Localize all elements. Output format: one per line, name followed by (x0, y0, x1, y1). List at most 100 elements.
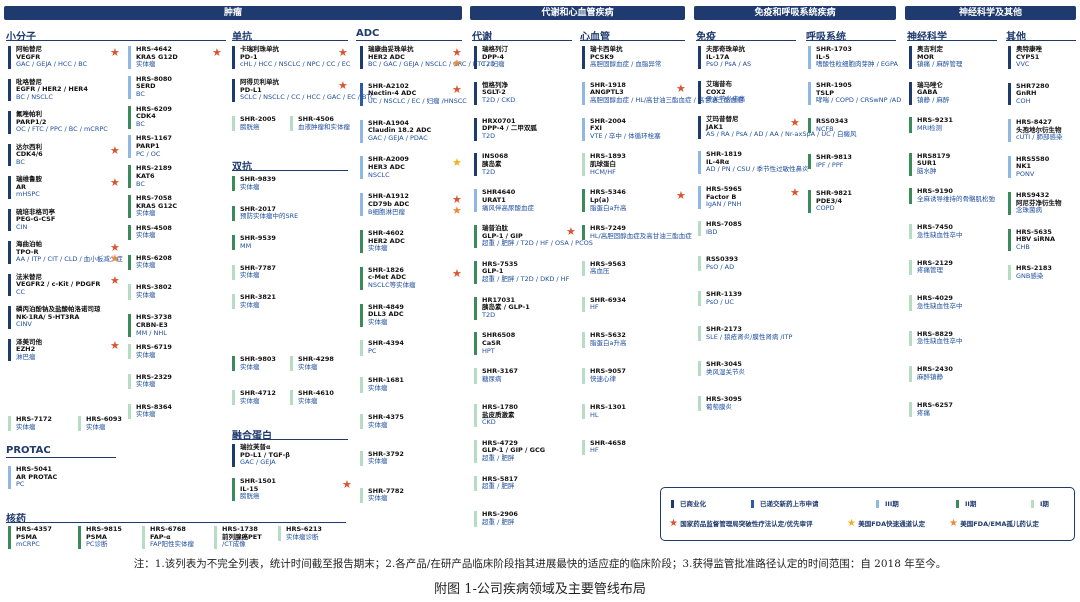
section-immunity: 免疫 (696, 32, 716, 43)
legend-star-orange: ★ 美国FDA/EMA孤儿药认定 (949, 518, 1039, 529)
drug-name: SHR-1139 (706, 290, 742, 298)
drug-indication: 镇痛 / 麻醉管理 (917, 60, 963, 69)
star-icon: ★ (452, 57, 462, 70)
drug-name: SHR-4394 (368, 339, 404, 348)
drug-name: HRS-2129 (917, 258, 953, 267)
star-icon: ★ (452, 204, 462, 218)
drug-indication: 脑水肿 (917, 167, 937, 176)
legend-phase1: I期 (1031, 498, 1049, 508)
drug-target: 盐皮质激素 (482, 410, 515, 419)
drug-name: 瑞格列汀 (482, 45, 508, 53)
drug-indication: B细胞淋巴瘤 (368, 207, 405, 216)
drug-name: 瑞卡西单抗 (590, 45, 623, 53)
drug-indication: 实体瘤 (240, 362, 260, 371)
legend-star-red: ★ 国家药品监督管理局突破性疗法认定/优先审评 (669, 518, 813, 529)
drug-indication: BC / GAC / GEJA / NSCLC / CRC / BTC / 妇瘤 (368, 60, 505, 69)
drug-name: SHR-1703 (816, 45, 852, 53)
drug-target: IL-17A (706, 52, 730, 61)
drug-indication: HL (590, 410, 599, 419)
drug-target: PDE3/4 (816, 196, 843, 205)
drug-indication: SCLC / NSCLC / CC / HCC / GAC / EC / BTC (240, 93, 375, 102)
drug-name: 艾瑞昔布 (706, 80, 732, 88)
drug-indication: GNB感染 (1016, 271, 1044, 280)
drug-target: CDK4 (136, 112, 156, 121)
drug-indication: HF (590, 303, 599, 312)
drug-indication: PsO / UC (706, 297, 734, 306)
drug-indication: 超重 / 肥胖 / T2D / HF / OSA / PCOS (482, 239, 593, 248)
legend-swatch (876, 500, 879, 508)
section-fusion: 融合蛋白 (232, 431, 272, 442)
drug-target: IL-4Rα (706, 157, 730, 166)
star-icon: ★ (110, 176, 120, 189)
drug-name: 奥特康唑 (1016, 45, 1042, 53)
drug-indication: 实体瘤 (298, 396, 318, 405)
legend-swatch (956, 500, 959, 508)
drug-name: HRS-9231 (917, 116, 953, 125)
legend-nda: 已递交新药上市申请 (751, 498, 819, 508)
drug-target: KRAS G12D (136, 52, 178, 61)
drug-indication: 高胆固醇血症 / 血脂异常 (590, 60, 662, 69)
drug-indication: BC / NSCLC (16, 92, 53, 101)
drug-indication: 全麻诱导维持的骨骼肌松弛 (917, 195, 995, 204)
drug-target: IL-5 (816, 52, 830, 61)
drug-indication: 实体瘤 (368, 494, 388, 503)
drug-name: 恒格列净 (482, 80, 508, 89)
drug-name: 阿得贝利单抗 (240, 78, 279, 86)
drug-indication: CHB (1016, 242, 1030, 251)
drug-name: 瑞马唑仑 (917, 80, 943, 89)
section-divider (696, 40, 796, 41)
drug-target: c-Met ADC (368, 273, 406, 282)
drug-indication: T2D (482, 131, 496, 140)
drug-indication: GAC / GEJA (240, 458, 276, 467)
star-icon: ★ (110, 143, 120, 157)
star-icon: ★ (790, 116, 800, 129)
section-nuclide: 核药 (6, 514, 26, 525)
drug-indication: CKD (482, 418, 496, 427)
drug-name: HRS-9057 (590, 367, 626, 376)
drug-name: SHR-3792 (368, 449, 404, 458)
drug-name: HRS-9190 (917, 187, 953, 196)
drug-name: SHR7280 (1016, 81, 1050, 90)
drug-indication: COPD (816, 204, 835, 213)
drug-indication: BC (136, 179, 145, 188)
drug-indication: IgAN / PNH (706, 200, 742, 209)
drug-name: HRS-1301 (590, 403, 626, 411)
drug-indication: 实体瘤 (368, 244, 388, 253)
star-icon: ★ (676, 81, 686, 95)
drug-indication: 哮喘 / COPD / CRSwNP /AD (816, 96, 902, 105)
drug-indication: VTE / 卒中 / 体循环栓塞 (590, 131, 661, 140)
drug-name: HRS-5965 (706, 185, 742, 193)
drug-name: SHR6508 (482, 331, 516, 340)
drug-name: HRS-7535 (482, 259, 518, 268)
drug-indication: CC (16, 287, 26, 296)
drug-target: PD-L1 (240, 85, 262, 94)
drug-name: SHR-1905 (816, 81, 852, 89)
drug-indication: 超重 / 肥胖 / T2D / DKD / HF (482, 275, 570, 284)
drug-name: HRS-1167 (136, 134, 172, 143)
legend-phase3: III期 (876, 498, 899, 508)
header-immune: 免疫和呼吸系统疾病 (694, 6, 896, 20)
drug-name: HRS-6719 (136, 343, 172, 351)
drug-indication: 膀胱癌 (240, 492, 260, 501)
drug-name: HRS-5041 (16, 465, 52, 473)
drug-target: VEGFR (16, 52, 41, 61)
